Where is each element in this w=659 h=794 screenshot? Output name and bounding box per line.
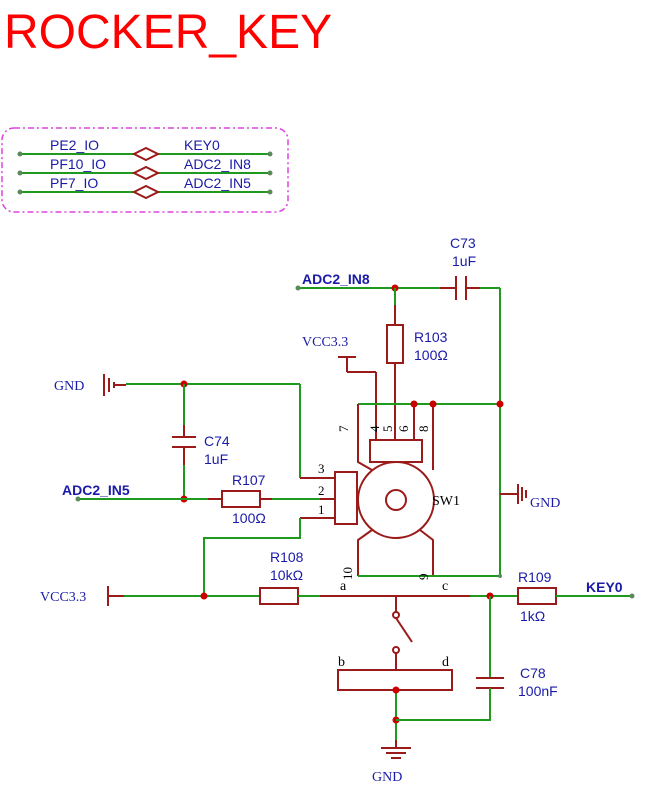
svg-text:10: 10	[340, 567, 355, 580]
svg-text:8: 8	[416, 426, 431, 433]
net-link-row: PF7_IO ADC2_IN5	[17, 175, 273, 200]
capacitor-c78: C78 100nF	[476, 665, 558, 699]
net-label-gnd: GND	[530, 496, 560, 511]
pushbutton-switch: b d	[337, 596, 453, 691]
net-label-adc2-in5: ADC2_IN5	[62, 482, 130, 498]
net-label-adc2-in8: ADC2_IN8	[302, 271, 370, 287]
switch-sw1: SW1	[320, 425, 460, 576]
svg-text:c: c	[442, 579, 448, 594]
link-right-label: ADC2_IN8	[184, 156, 251, 172]
svg-text:3: 3	[318, 461, 325, 476]
svg-text:C74: C74	[204, 433, 230, 449]
page-title: ROCKER_KEY	[4, 6, 332, 59]
net-link-row: PF10_IO ADC2_IN8	[17, 156, 273, 181]
svg-text:b: b	[338, 655, 345, 670]
link-left-label: PF7_IO	[50, 175, 98, 191]
svg-text:5: 5	[380, 426, 395, 433]
svg-text:6: 6	[396, 425, 411, 432]
vcc-symbol	[107, 586, 124, 606]
ground-icon	[103, 374, 126, 396]
svg-text:C78: C78	[520, 665, 546, 681]
vcc-symbol	[338, 356, 376, 373]
link-left-label: PE2_IO	[50, 137, 99, 153]
svg-text:2: 2	[318, 483, 325, 498]
svg-text:100Ω: 100Ω	[414, 347, 448, 363]
resistor-r103: R103 100Ω	[386, 305, 448, 380]
resistor-r108: R108 10kΩ	[259, 549, 304, 605]
svg-text:4: 4	[367, 425, 382, 432]
svg-text:9: 9	[416, 574, 431, 581]
net-label-gnd: GND	[54, 379, 84, 394]
capacitor-c74: C74 1uF	[172, 425, 230, 467]
net-link-group	[1, 127, 289, 213]
net-label-gnd: GND	[372, 770, 402, 785]
net-label-vcc: VCC3.3	[40, 590, 86, 605]
ground-icon	[381, 740, 411, 759]
link-left-label: PF10_IO	[50, 156, 106, 172]
link-right-label: KEY0	[184, 137, 220, 153]
svg-text:100Ω: 100Ω	[232, 510, 266, 526]
svg-text:SW1: SW1	[432, 494, 460, 509]
svg-text:R109: R109	[518, 569, 552, 585]
net-link-row: PE2_IO KEY0	[17, 137, 273, 162]
svg-text:10kΩ: 10kΩ	[270, 567, 303, 583]
svg-text:1uF: 1uF	[204, 451, 228, 467]
svg-text:R103: R103	[414, 329, 448, 345]
net-label-key0: KEY0	[586, 579, 623, 595]
svg-text:C73: C73	[450, 235, 476, 251]
link-right-label: ADC2_IN5	[184, 175, 251, 191]
svg-text:R107: R107	[232, 472, 266, 488]
resistor-r109: R109 1kΩ	[517, 569, 557, 624]
svg-text:a: a	[340, 579, 347, 594]
svg-text:1uF: 1uF	[452, 253, 476, 269]
svg-text:R108: R108	[270, 549, 304, 565]
resistor-r107: R107 100Ω	[208, 472, 272, 526]
svg-text:1: 1	[318, 502, 325, 517]
svg-text:d: d	[442, 655, 449, 670]
svg-text:1kΩ: 1kΩ	[520, 608, 545, 624]
svg-text:7: 7	[336, 425, 351, 432]
ground-icon	[500, 484, 527, 504]
net-label-vcc: VCC3.3	[302, 335, 348, 350]
svg-text:100nF: 100nF	[518, 683, 558, 699]
capacitor-c73: C73 1uF	[440, 235, 480, 300]
